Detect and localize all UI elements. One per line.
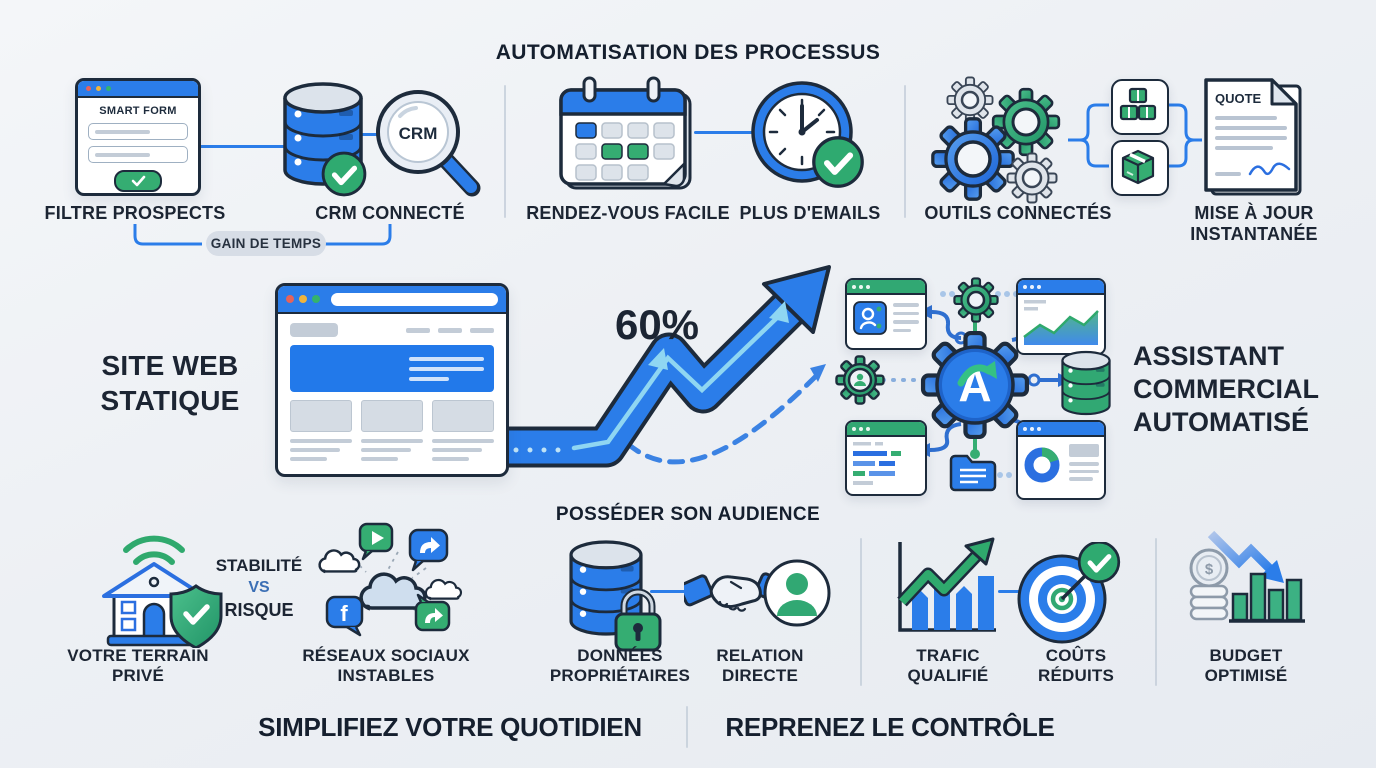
label-donnees: DONNÉES PROPRIÉTAIRES [549,646,691,686]
smart-form-icon: SMART FORM [75,78,201,196]
hub-gear-icon: A [913,323,1037,447]
label-crm-connecte: CRM CONNECTÉ [315,203,465,223]
window-dot-green-icon [312,295,320,303]
card [290,400,352,432]
label-mise-a-jour: MISE À JOUR INSTANTANÉE [1190,203,1318,245]
connector-cal-clock [694,131,758,134]
donut-chart-icon [1024,447,1060,483]
chart-window-icon [1016,278,1106,355]
database-icon [283,82,368,200]
padlock-icon [614,588,662,652]
svg-text:QUOTE: QUOTE [1215,91,1262,106]
svg-text:$: $ [1205,561,1214,578]
label-rendez-vous: RENDEZ-VOUS FACILE [526,203,730,223]
calendar-icon [559,76,692,190]
share-bubble-blue-icon [408,528,449,572]
label-trafic: TRAFIC QUALIFIÉ [907,646,989,686]
connector-trafic-couts [998,590,1028,593]
person-avatar-icon [763,559,831,627]
form-input-2 [88,146,188,163]
private-house-icon [102,535,223,648]
hub-gear-top-icon [953,277,999,323]
bottom-section-title: POSSÉDER SON AUDIENCE [555,504,821,525]
footer-divider [686,706,688,748]
card [432,400,494,432]
donut-window-icon [1016,420,1106,500]
social-networks-icon: f [318,522,463,637]
facebook-bubble-icon: f [325,595,364,637]
label-filtre-prospects: FILTRE PROSPECTS [44,203,226,223]
hero-banner [290,345,494,392]
stability-vs-risk: STABILITÉ VS RISQUE [203,556,315,621]
gain-bracket [133,224,392,246]
hub-gear-person-icon [835,355,885,405]
connector-form-db [194,145,286,148]
versus-a: STABILITÉ [215,556,303,575]
profile-tile-icon [853,301,887,335]
divider-bottom-2 [1155,538,1157,686]
label-plus-emails: PLUS D'EMAILS [739,203,881,223]
form-submit-button [114,170,162,192]
label-site-web-statique: SITE WEB STATIQUE [100,350,240,416]
budget-icon: $ [1189,530,1305,623]
window-dot-red-icon [286,295,294,303]
profile-window-icon [845,278,927,350]
form-input-1 [88,123,188,140]
footer-right-title: REPRENEZ LE CONTRÔLE [725,712,1055,742]
folder-icon [949,454,997,492]
traffic-chart-icon [897,537,996,632]
target-icon [1017,542,1122,644]
versus-b: RISQUE [224,600,294,620]
check-icon [131,175,146,187]
hub-database-icon [1061,350,1111,416]
static-website-icon [275,283,509,477]
quote-document-icon: QUOTE [1204,78,1302,196]
data-lock-icon [569,540,662,652]
package-tile-1-icon [1111,79,1169,135]
percent-label: 60% [614,301,700,348]
check-badge-icon [814,138,862,186]
divider-top-2 [904,85,906,218]
code-window-icon [845,420,927,496]
shield-check-icon [169,584,223,648]
connector-gears-boxes [1068,103,1202,168]
window-dot-yellow-icon [96,86,101,91]
card [361,400,423,432]
divider-bottom-1 [860,538,862,686]
window-dot-yellow-icon [299,295,307,303]
divider-top-1 [504,85,506,218]
url-bar [331,292,498,306]
crm-magnifier-icon: CRM [376,90,481,197]
label-outils-connectes: OUTILS CONNECTÉS [924,203,1112,223]
signature-icon [1248,162,1291,176]
versus-vs: VS [248,579,270,596]
smart-form-title: SMART FORM [99,105,177,117]
label-reseaux-sociaux: RÉSEAUX SOCIAUX INSTABLES [302,646,470,686]
label-relation: RELATION DIRECTE [716,646,804,686]
package-tile-2-icon [1111,140,1169,196]
label-budget: BUDGET OPTIMISÉ [1204,646,1288,686]
svg-text:f: f [340,601,348,626]
label-assistant: ASSISTANT COMMERCIAL AUTOMATISÉ [1133,341,1319,437]
page-title: AUTOMATISATION DES PROCESSUS [495,41,881,64]
window-dot-green-icon [106,86,111,91]
dashed-curve-arrow [625,371,821,465]
window-dot-red-icon [86,86,91,91]
label-terrain-prive: VOTRE TERRAIN PRIVÉ [67,646,209,686]
label-couts: COÛTS RÉDUITS [1037,646,1115,686]
play-bubble-icon [358,522,394,561]
check-badge-icon [323,153,365,195]
connected-gears-icon [931,76,1061,204]
clock-icon [751,81,866,192]
gain-de-temps-pill: GAIN DE TEMPS [206,231,326,256]
svg-text:CRM: CRM [399,124,438,143]
share-bubble-green-icon [414,593,451,632]
footer-left-title: SIMPLIFIEZ VOTRE QUOTIDIEN [258,712,642,742]
growth-arrow-icon [488,265,831,468]
check-badge-icon [1079,542,1119,582]
